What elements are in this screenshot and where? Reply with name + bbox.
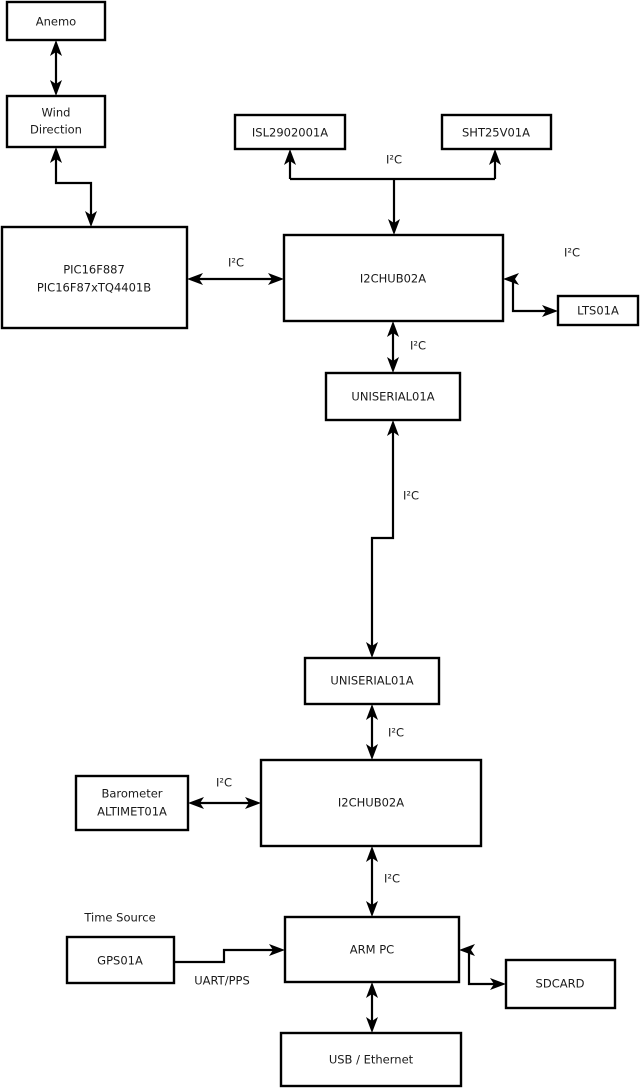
arrow-head-down <box>366 642 378 658</box>
edge-hub-sensors: I²C <box>284 149 501 235</box>
node-uniserial01a-bottom[interactable]: UNISERIAL01A <box>303 656 441 706</box>
edge-label-hub-lts: I²C <box>564 246 580 260</box>
node-usb-ethernet[interactable]: USB / Ethernet <box>279 1031 463 1088</box>
node-label-uniserial-top: UNISERIAL01A <box>351 390 434 404</box>
edge-armpc-usbeth <box>366 982 378 1033</box>
node-sht25v01a[interactable]: SHT25V01A <box>440 113 553 151</box>
edge-label-uniserial-link: I²C <box>403 489 419 503</box>
node-label-barometer-line2: ALTIMET01A <box>97 805 167 819</box>
node-label-sdcard: SDCARD <box>536 977 585 991</box>
edge-label-pic-hub: I²C <box>228 256 244 270</box>
arrow-head-up <box>50 147 62 163</box>
edge-barometer-hubbot: I²C <box>188 776 261 809</box>
edge-label-uniserial-hubbot: I²C <box>388 726 404 740</box>
arrow-head-down <box>50 80 62 96</box>
node-label-wind-line1: Wind <box>42 106 71 120</box>
arrow-head-right <box>268 273 284 285</box>
node-isl2902001a[interactable]: ISL2902001A <box>233 113 347 151</box>
node-sdcard[interactable]: SDCARD <box>504 958 617 1010</box>
edge-label-hub-uniserial: I²C <box>410 339 426 353</box>
node-label-lts: LTS01A <box>577 304 619 318</box>
edge-uniserial-hubbot: I²C <box>366 704 404 760</box>
edge-label-hub-sensors: I²C <box>386 153 402 167</box>
arrow-head-up <box>284 149 296 165</box>
node-arm-pc[interactable]: ARM PC <box>283 915 461 984</box>
arrow-head-up <box>387 420 399 436</box>
arrow-head-up <box>489 149 501 165</box>
node-pic[interactable]: PIC16F887 PIC16F87xTQ4401B <box>0 225 189 330</box>
edge-uniserial-link: I²C <box>366 420 419 658</box>
node-label-uniserial-bottom: UNISERIAL01A <box>330 674 413 688</box>
node-label-pic-line2: PIC16F87xTQ4401B <box>37 281 151 295</box>
arrow-head-up <box>366 704 378 720</box>
edge-hub-uniserial: I²C <box>387 321 426 373</box>
edge-label-hubbot-armpc: I²C <box>384 872 400 886</box>
node-label-isl: ISL2902001A <box>252 126 328 140</box>
edge-label-gps-armpc: UART/PPS <box>194 974 250 988</box>
arrow-head-down <box>366 744 378 760</box>
node-uniserial01a-top[interactable]: UNISERIAL01A <box>324 371 462 422</box>
node-gps01a[interactable]: GPS01A <box>65 935 176 985</box>
edge-pic-hub: I²C <box>187 256 284 285</box>
arrow-head-up <box>366 846 378 862</box>
node-barometer[interactable]: Barometer ALTIMET01A <box>74 774 190 832</box>
arrow-head-left <box>188 797 204 809</box>
arrow-head-right <box>245 797 261 809</box>
edge-hubbot-armpc: I²C <box>366 846 400 917</box>
node-label-hub-bottom: I2CHUB02A <box>338 796 404 810</box>
node-label-wind-line2: Direction <box>30 123 82 137</box>
arrow-head-down <box>366 1017 378 1033</box>
annotation-layer: Time Source <box>83 911 155 925</box>
node-label-hub-top: I2CHUB02A <box>360 272 426 286</box>
arrow-head-left <box>459 944 475 956</box>
node-label-gps: GPS01A <box>97 954 143 968</box>
edge-anemo-wind <box>50 40 62 96</box>
edge-hub-lts: I²C <box>503 246 580 317</box>
arrow-head-down <box>388 219 400 235</box>
edge-wind-pic <box>50 147 97 227</box>
arrow-head-right <box>269 944 285 956</box>
node-label-anemo: Anemo <box>36 15 76 29</box>
edge-gps-armpc: UART/PPS <box>174 944 285 988</box>
node-anemo[interactable]: Anemo <box>5 0 107 42</box>
arrow-head-up <box>50 40 62 56</box>
annotation-time-source: Time Source <box>83 911 155 925</box>
arrow-head-down <box>366 901 378 917</box>
node-lts01a[interactable]: LTS01A <box>556 294 640 327</box>
edge-armpc-sdcard <box>459 944 506 990</box>
node-label-arm-pc: ARM PC <box>350 943 394 957</box>
node-label-pic-line1: PIC16F887 <box>63 263 125 277</box>
arrow-head-up <box>387 321 399 337</box>
arrow-head-up <box>366 982 378 998</box>
node-i2chub02a-bottom[interactable]: I2CHUB02A <box>259 758 483 848</box>
node-wind-direction[interactable]: Wind Direction <box>5 94 107 149</box>
arrow-head-left <box>187 273 203 285</box>
arrow-head-right <box>490 978 506 990</box>
edge-label-barometer-hubbot: I²C <box>216 776 232 790</box>
node-label-sht: SHT25V01A <box>462 126 530 140</box>
arrow-head-down <box>85 211 97 227</box>
arrow-head-left <box>503 273 519 285</box>
arrow-head-down <box>387 357 399 373</box>
edge-layer: I²C I²C I²C <box>50 40 580 1033</box>
node-label-barometer-line1: Barometer <box>101 787 162 801</box>
node-label-usb-ethernet: USB / Ethernet <box>329 1053 414 1067</box>
node-i2chub02a-top[interactable]: I2CHUB02A <box>282 233 505 323</box>
arrow-head-right <box>542 305 558 317</box>
